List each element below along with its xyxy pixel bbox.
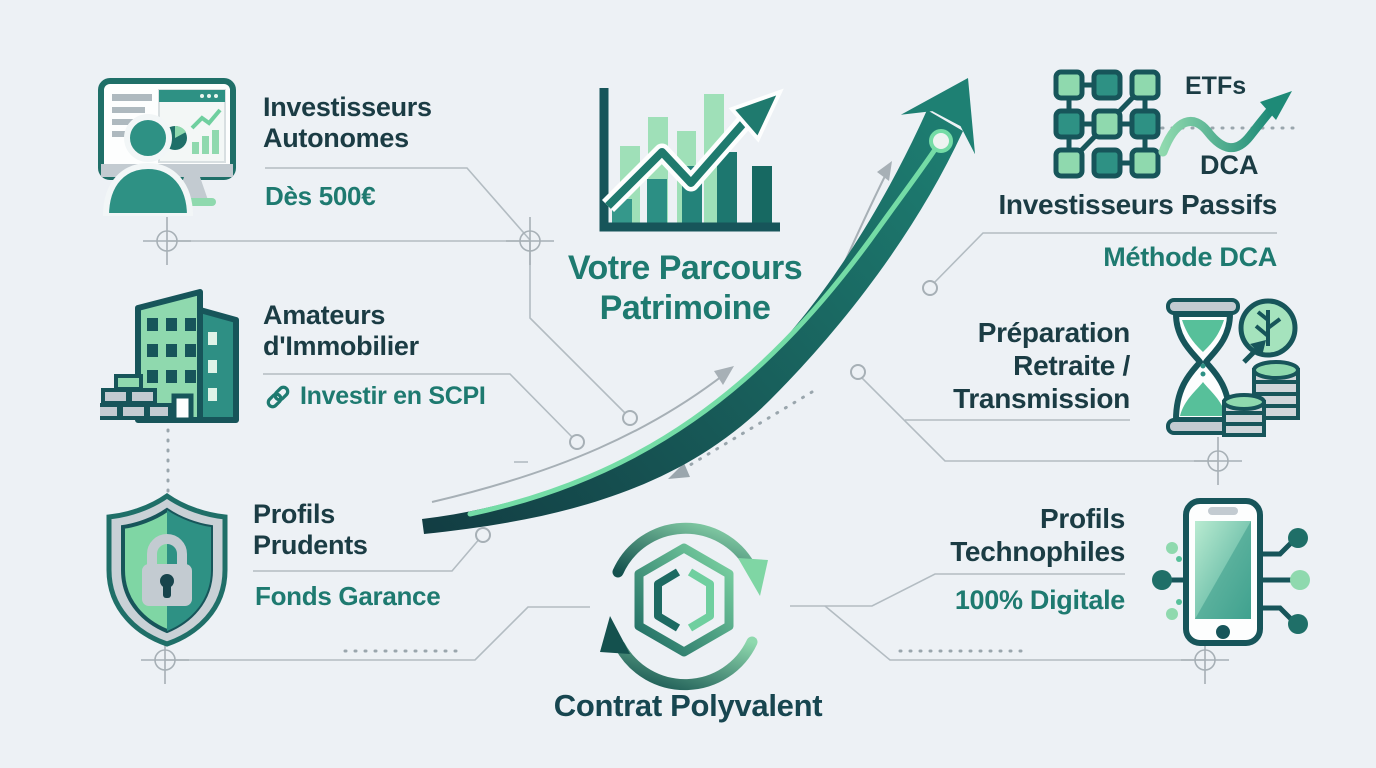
retraite-line1: Préparation	[977, 317, 1131, 348]
guide-arrowhead-1	[714, 366, 734, 385]
title-separators	[165, 167, 1277, 661]
connector-nodes	[475, 280, 938, 543]
retraite-line3: Transmission	[953, 383, 1130, 414]
prudents-line2: Prudents	[253, 530, 368, 560]
passifs-subtitle: Méthode DCA	[1103, 242, 1277, 272]
dotted-arrowhead	[668, 463, 690, 479]
main-title-block: Votre Parcours Patrimoine	[485, 248, 885, 328]
autonomes-line2: Autonomes	[263, 123, 409, 153]
immobilier-line2: d'Immobilier	[263, 331, 419, 361]
immobilier-subtitle: Investir en SCPI	[300, 382, 486, 410]
chain-link-icon	[266, 385, 290, 408]
dotted-guides	[166, 126, 1298, 653]
immobilier-subtitle-row: Investir en SCPI	[265, 382, 486, 411]
hexagon-cycle-icon	[592, 520, 777, 692]
growth-chart-logo-icon	[592, 82, 787, 247]
profile-autonomes-title: Investisseurs Autonomes	[263, 92, 432, 154]
dca-tag: DCA	[1200, 150, 1259, 180]
profile-retraite-title: Préparation Retraite / Transmission	[830, 316, 1130, 415]
hourglass-legacy-icon	[1152, 298, 1302, 440]
autonomes-line1: Investisseurs	[263, 92, 432, 122]
monitor-investor-icon	[96, 76, 246, 216]
technophiles-line2: Technophiles	[950, 536, 1125, 567]
crosshair-marks	[141, 217, 1242, 684]
prudents-line1: Profils	[253, 499, 335, 529]
dca-wave-arrow-icon	[1158, 86, 1298, 174]
profile-technophiles-title: Profils Technophiles	[825, 502, 1125, 568]
network-grid-icon	[1052, 68, 1162, 180]
technophiles-subtitle: 100% Digitale	[954, 585, 1125, 615]
profile-passifs-title: Investisseurs Passifs	[998, 189, 1277, 220]
main-title-line1: Votre Parcours	[567, 249, 803, 287]
profile-prudents-title: Profils Prudents	[253, 499, 368, 561]
main-title-line2: Patrimoine	[599, 289, 771, 327]
growth-swoosh-arrow	[422, 78, 976, 534]
etfs-tag: ETFs	[1185, 72, 1247, 100]
building-scpi-icon	[100, 288, 260, 428]
prudents-subtitle: Fonds Garance	[255, 581, 441, 611]
contrat-polyvalent-label: Contrat Polyvalent	[553, 688, 823, 723]
contrat-label-block: Contrat Polyvalent	[508, 688, 868, 724]
autonomes-subtitle: Dès 500€	[265, 181, 376, 211]
retraite-line2: Retraite /	[1013, 350, 1130, 381]
phone-circuit-icon	[1148, 496, 1318, 656]
immobilier-line1: Amateurs	[263, 300, 386, 330]
technophiles-line1: Profils	[1039, 503, 1125, 534]
guide-arrowhead-2	[877, 161, 892, 181]
shield-lock-icon	[100, 492, 235, 647]
profile-immobilier-title: Amateurs d'Immobilier	[263, 300, 419, 362]
